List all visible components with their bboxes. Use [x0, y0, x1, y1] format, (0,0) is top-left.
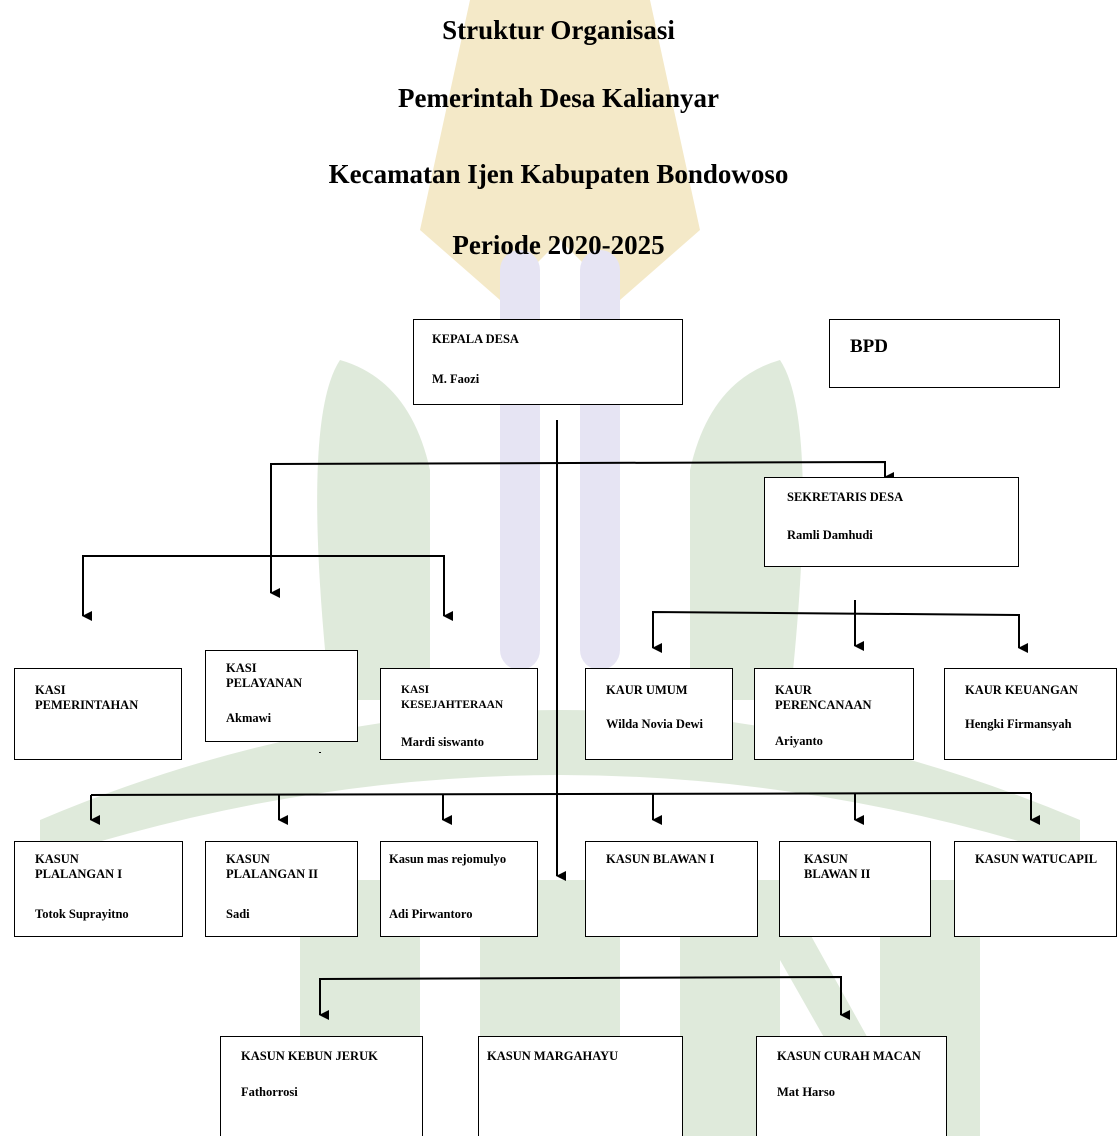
kasun-margahayu-box: KASUN MARGAHAYU	[478, 1036, 683, 1136]
sekretaris-desa-name: Ramli Damhudi	[787, 528, 873, 542]
kasun-mas-rejomulyo-box: Kasun mas rejomulyo Adi Pirwantoro	[380, 841, 538, 937]
kasun-blawan-1-title: KASUN BLAWAN I	[606, 852, 715, 866]
chart-title-line-2: Pemerintah Desa Kalianyar	[398, 83, 719, 113]
kasun-plalangan-1-box: KASUN PLALANGAN I Totok Suprayitno	[14, 841, 183, 937]
kasun-curah-macan-title: KASUN CURAH MACAN	[777, 1049, 921, 1063]
kasun-watucapil-title: KASUN WATUCAPIL	[975, 852, 1098, 866]
chart-title-line-4: Periode 2020-2025	[452, 230, 665, 260]
kasun-mas-rejomulyo-title: Kasun mas rejomulyo	[389, 852, 507, 866]
kasun-watucapil-box: KASUN WATUCAPIL	[954, 841, 1117, 937]
kasun-plalangan-2-box: KASUN PLALANGAN II Sadi	[205, 841, 358, 937]
kasun-kebun-jeruk-title: KASUN KEBUN JERUK	[241, 1049, 378, 1063]
kasun-kebun-jeruk-box: KASUN KEBUN JERUK Fathorrosi	[220, 1036, 423, 1136]
kasi-pemerintahan-box: KASI PEMERINTAHAN	[14, 668, 182, 760]
kasun-plalangan-1-title: KASUN PLALANGAN I	[35, 852, 123, 881]
sekretaris-desa-title: SEKRETARIS DESA	[787, 490, 904, 504]
kaur-keuangan-title: KAUR KEUANGAN	[965, 683, 1078, 697]
kepala-desa-title: KEPALA DESA	[432, 332, 519, 346]
kasi-pelayanan-box: KASI PELAYANAN Akmawi	[205, 650, 358, 742]
chart-title-line-3: Kecamatan Ijen Kabupaten Bondowoso	[328, 159, 789, 189]
kasun-plalangan-1-name: Totok Suprayitno	[35, 907, 129, 921]
kepala-desa-name: M. Faozi	[432, 372, 480, 386]
kasi-pelayanan-title: KASI PELAYANAN	[226, 661, 303, 690]
kaur-keuangan-name: Hengki Firmansyah	[965, 717, 1072, 731]
bpd-title: BPD	[850, 336, 888, 357]
kasi-kesejahteraan-box: KASI KESEJAHTERAAN Mardi siswanto	[380, 668, 538, 760]
kasun-plalangan-2-title: KASUN PLALANGAN II	[226, 852, 319, 881]
chart-title-line-1: Struktur Organisasi	[442, 15, 675, 45]
kaur-perencanaan-title: KAUR PERENCANAAN	[775, 683, 872, 712]
kasun-plalangan-2-name: Sadi	[226, 907, 250, 921]
kasi-pelayanan-name: Akmawi	[226, 711, 272, 725]
kasun-mas-rejomulyo-name: Adi Pirwantoro	[389, 907, 473, 921]
kasi-pemerintahan-title: KASI PEMERINTAHAN	[35, 683, 139, 712]
kaur-umum-title: KAUR UMUM	[606, 683, 688, 697]
kasun-blawan-2-title: KASUN BLAWAN II	[804, 852, 871, 881]
kaur-umum-box: KAUR UMUM Wilda Novia Dewi	[585, 668, 733, 760]
kasun-kebun-jeruk-name: Fathorrosi	[241, 1085, 298, 1099]
kasun-margahayu-title: KASUN MARGAHAYU	[487, 1049, 619, 1063]
kaur-keuangan-box: KAUR KEUANGAN Hengki Firmansyah	[944, 668, 1117, 760]
kasi-kesejahteraan-name: Mardi siswanto	[401, 735, 484, 749]
kasun-blawan-1-box: KASUN BLAWAN I	[585, 841, 758, 937]
kasi-kesejahteraan-title: KASI KESEJAHTERAAN	[401, 684, 504, 711]
kasun-blawan-2-box: KASUN BLAWAN II	[779, 841, 931, 937]
kasun-curah-macan-box: KASUN CURAH MACAN Mat Harso	[756, 1036, 947, 1136]
kaur-umum-name: Wilda Novia Dewi	[606, 717, 703, 731]
kepala-desa-box: KEPALA DESA M. Faozi	[413, 319, 683, 405]
kasun-curah-macan-name: Mat Harso	[777, 1085, 835, 1099]
sekretaris-desa-box: SEKRETARIS DESA Ramli Damhudi	[764, 477, 1019, 567]
kaur-perencanaan-name: Ariyanto	[775, 734, 823, 748]
bpd-box: BPD	[829, 319, 1060, 388]
kaur-perencanaan-box: KAUR PERENCANAAN Ariyanto	[754, 668, 914, 760]
